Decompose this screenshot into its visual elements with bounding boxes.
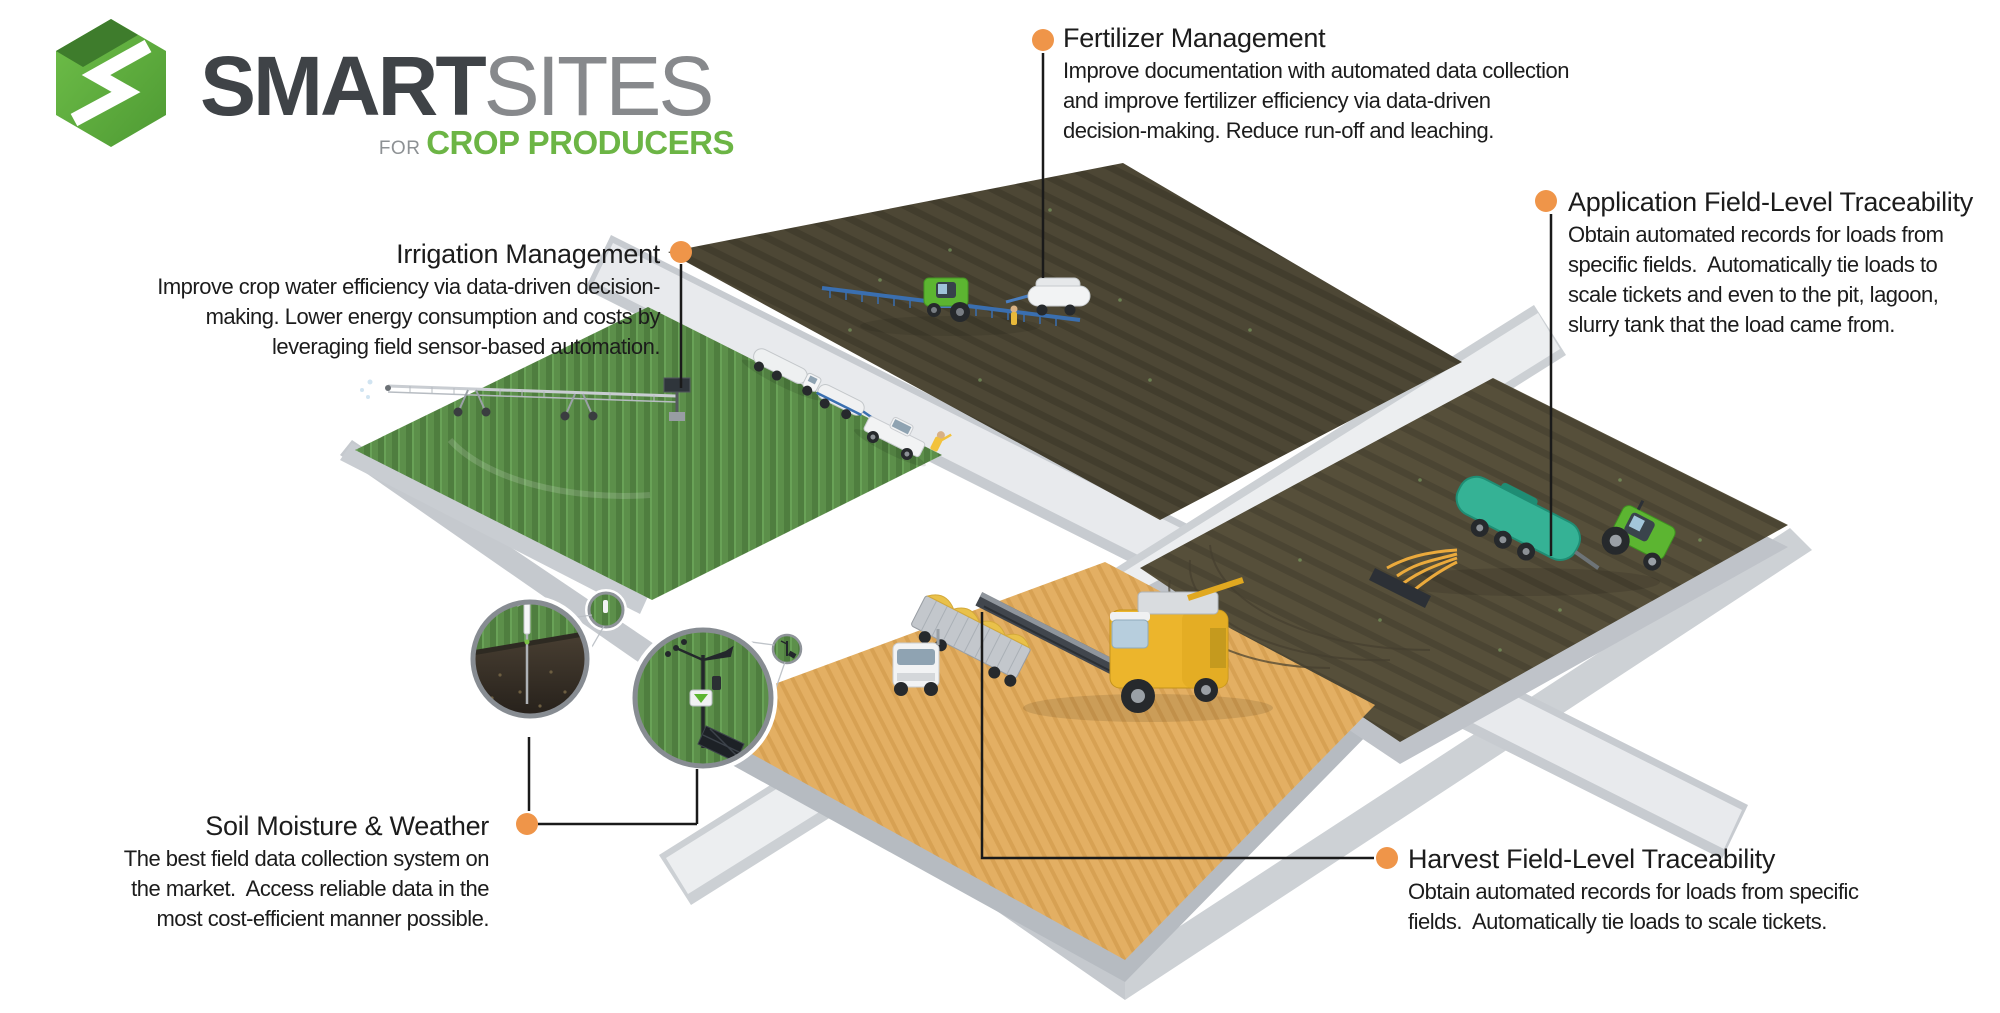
soil-dot — [516, 813, 538, 835]
pivot-wheels — [453, 407, 598, 421]
weather-sensor-marker — [769, 631, 805, 667]
irrigation-dot — [670, 241, 692, 263]
nurse-trailer-on-road — [816, 384, 876, 421]
soil-connector — [527, 737, 699, 826]
irrigation-line: making. Lower energy consumption and cos… — [205, 304, 661, 329]
crop-speckles — [848, 208, 1702, 652]
fertilizer-line: decision-making. Reduce run-off and leac… — [1063, 118, 1494, 143]
harvest-title: Harvest Field-Level Traceability — [1408, 844, 1776, 874]
application-line: slurry tank that the load came from. — [1568, 312, 1895, 337]
callout-soil-moisture-weather: Soil Moisture & Weather The best field d… — [123, 810, 490, 934]
irrigation-line: Improve crop water efficiency via data-d… — [157, 274, 660, 299]
soil-probe-magnifier — [466, 595, 594, 723]
manure-tanker-rig — [1369, 475, 1676, 608]
irrigation-title: Irrigation Management — [396, 239, 660, 269]
brand-for: FOR — [378, 138, 427, 159]
end-gun-spray — [360, 379, 391, 399]
soil-title: Soil Moisture & Weather — [205, 811, 489, 841]
callout-irrigation-management: Irrigation Management Improve crop water… — [157, 238, 660, 362]
pivot-irrigation-system — [360, 377, 691, 499]
sprayer-rig — [821, 277, 1091, 336]
fertilizer-line: Improve documentation with automated dat… — [1063, 58, 1569, 83]
combine-header — [975, 592, 1140, 686]
pickup-truck — [854, 416, 952, 467]
application-line: specific fields. Automatically tie loads… — [1568, 252, 1938, 277]
slurry-tanker — [1455, 475, 1600, 570]
harvest-line: Obtain automated records for loads from … — [1408, 879, 1859, 904]
harvest-connector — [980, 612, 1374, 860]
brand-wordmark: SMARTSITES — [200, 39, 715, 133]
callout-dots — [516, 29, 1557, 869]
pivot-control-mast — [663, 377, 691, 421]
grain-truck — [892, 594, 1031, 696]
soil-line: most cost-efficient manner possible. — [156, 906, 489, 931]
fertilizer-line: and improve fertilizer efficiency via da… — [1063, 88, 1491, 113]
fertilizer-title: Fertilizer Management — [1063, 23, 1326, 53]
callout-connectors — [527, 53, 1553, 860]
callout-harvest-traceability: Harvest Field-Level Traceability Obtain … — [1408, 843, 1859, 937]
green-field — [355, 307, 942, 600]
truck-cab — [892, 629, 940, 696]
harvest-dot — [1376, 847, 1398, 869]
callout-application-traceability: Application Field-Level Traceability Obt… — [1568, 186, 1973, 340]
harvest-line: fields. Automatically tie loads to scale… — [1408, 909, 1827, 934]
soil-line: the market. Access reliable data in the — [131, 876, 489, 901]
worker-figure — [1010, 305, 1018, 325]
brand-subtitle: FOR CROP PRODUCERS — [200, 124, 735, 162]
combine-harvester — [975, 577, 1273, 722]
nurse-tank-trailer — [1005, 277, 1091, 316]
fertilizer-dot — [1032, 29, 1054, 51]
brand-crop-producers: CROP PRODUCERS — [426, 124, 734, 161]
application-dot — [1535, 190, 1557, 212]
brand-sites: SITES — [483, 39, 715, 133]
soil-line: The best field data collection system on — [123, 846, 490, 871]
application-line: scale tickets and even to the pit, lagoo… — [1568, 282, 1939, 307]
application-title: Application Field-Level Traceability — [1568, 187, 1973, 217]
injector-toolbar — [1369, 568, 1431, 608]
sprayer-tractor — [923, 277, 970, 322]
brand-smart: SMART — [200, 39, 487, 133]
soil-sensor-marker — [585, 589, 627, 631]
application-line: Obtain automated records for loads from — [1568, 222, 1944, 247]
tanker-truck — [741, 348, 822, 401]
manure-tractor — [1601, 500, 1676, 571]
callout-fertilizer-management: Fertilizer Management Improve documentat… — [1063, 22, 1569, 146]
worker-figure — [930, 431, 952, 452]
weather-station-magnifier — [628, 623, 778, 773]
smartsites-s-cube-icon — [56, 19, 166, 147]
irrigation-line: leveraging field sensor-based automation… — [272, 334, 660, 359]
north-field — [668, 163, 1462, 520]
smartsites-logo: SMARTSITES FOR CROP PRODUCERS — [24, 6, 734, 161]
